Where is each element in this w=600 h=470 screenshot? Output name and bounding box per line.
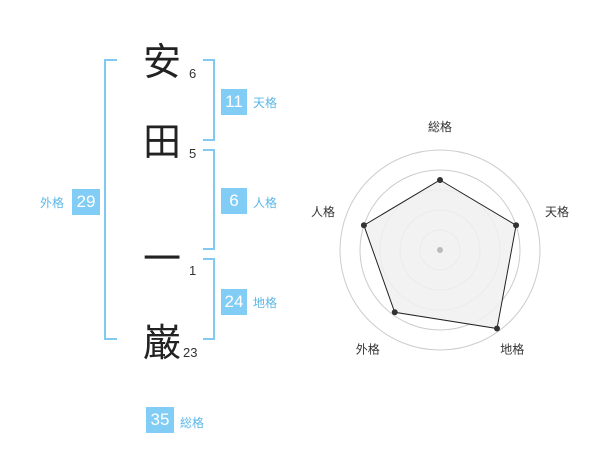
chikaku-label: 地格 xyxy=(253,296,278,310)
name-char-4: 巌 xyxy=(142,321,181,365)
gaikaku-value: 29 xyxy=(72,189,100,215)
radar-data-point xyxy=(437,177,443,183)
radar-data-point xyxy=(494,325,501,332)
stroke-count-3: 1 xyxy=(189,263,197,278)
radar-center-dot xyxy=(437,247,443,253)
radar-axis-label: 人格 xyxy=(311,204,335,219)
jinkaku-label: 人格 xyxy=(253,196,278,210)
radar-axis-label: 総格 xyxy=(428,119,452,134)
jinkaku-value: 6 xyxy=(221,188,247,214)
radar-axis-label: 外格 xyxy=(356,342,380,357)
gaikaku-label: 外格 xyxy=(40,196,65,210)
radar-axis-label: 天格 xyxy=(545,204,569,219)
radar-axis-label: 地格 xyxy=(500,342,524,357)
radar-grid-ring xyxy=(359,169,521,331)
radar-data-point xyxy=(513,222,520,229)
chikaku-bracket xyxy=(203,258,215,340)
tenkaku-label: 天格 xyxy=(253,96,278,110)
stroke-count-4: 23 xyxy=(183,345,198,360)
name-char-2: 田 xyxy=(142,120,181,164)
stroke-count-1: 6 xyxy=(189,66,197,81)
radar-data-polygon xyxy=(363,179,517,330)
jinkaku-bracket xyxy=(203,149,215,250)
chikaku-value: 24 xyxy=(221,289,247,315)
tenkaku-value: 11 xyxy=(221,89,247,115)
radar-data-point xyxy=(391,309,398,316)
radar-grid-ring xyxy=(339,149,541,351)
name-char-3: 一 xyxy=(142,237,181,281)
soukaku-value: 35 xyxy=(146,407,174,433)
tenkaku-bracket xyxy=(203,59,215,141)
stroke-count-2: 5 xyxy=(189,146,197,161)
soukaku-label: 総格 xyxy=(180,416,205,430)
radar-data-point xyxy=(360,222,367,229)
gaikaku-bracket xyxy=(104,59,117,340)
name-char-1: 安 xyxy=(142,40,181,84)
